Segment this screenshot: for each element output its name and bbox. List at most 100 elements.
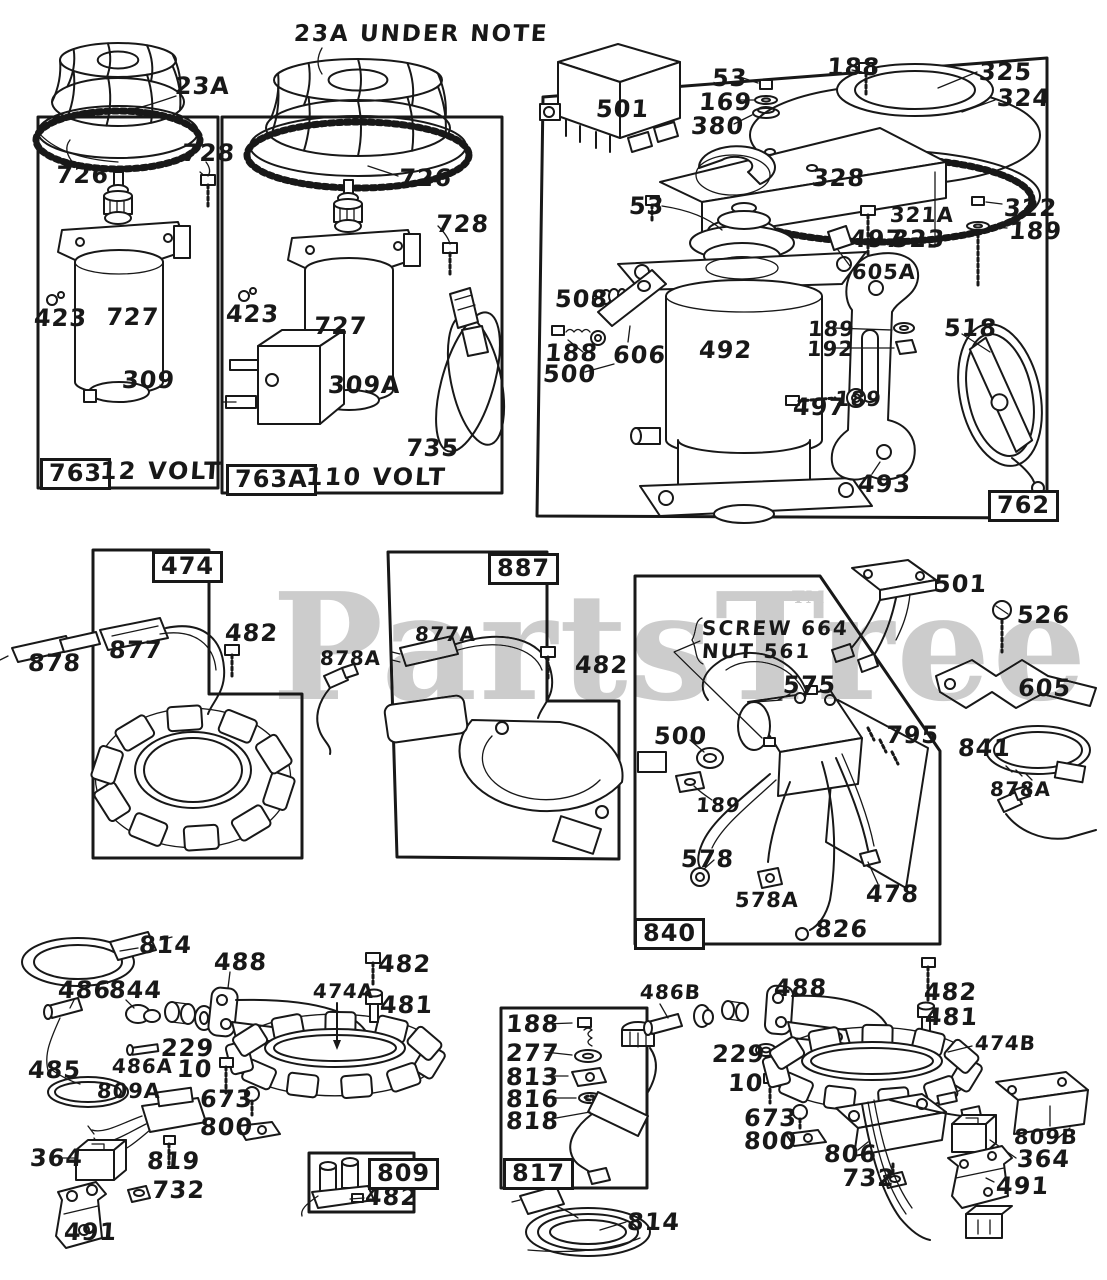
part-callout-423: 423 [225,300,281,328]
part-callout-819: 819 [146,1147,202,1175]
part-callout-488: 488 [773,974,829,1002]
part-callout-735: 735 [405,434,461,462]
screw-nut-leader [673,617,791,739]
part-callout-486b: 486B [639,980,702,1004]
cover-518-cable [1011,457,1035,483]
part-callout-605: 605 [1017,674,1073,702]
pulley-stack [617,205,867,291]
brush-plate-887 [383,694,667,855]
bracket-491-left [55,1181,107,1249]
part-callout-877: 877 [108,636,164,664]
part-callout-482: 482 [574,651,630,679]
part-callout-474b: 474B [974,1031,1037,1055]
part-callout-380: 380 [690,112,746,140]
part-callout-309a: 309A [327,371,402,399]
part-callout-486a: 486A [111,1054,175,1078]
part-callout-763a: 763A [226,464,317,497]
cover-518 [957,323,1043,467]
part-callout-727: 727 [313,312,369,340]
part-callout-482: 482 [364,1183,420,1211]
part-callout-189: 189 [1008,217,1064,245]
part-callout-726: 726 [55,161,111,189]
part-callout-606: 606 [612,341,668,369]
coil-809-box [300,1157,375,1217]
wire-878a-right [997,785,1097,840]
part-callout-800: 800 [743,1127,799,1155]
clamp-485 [47,1069,129,1108]
part-callout-23a: 23A [174,72,232,100]
part-callout-840: 840 [634,918,706,951]
part-callout-488: 488 [213,948,269,976]
regulator-501 [539,43,681,153]
part-callout-809a: 809A [96,1079,162,1103]
part-callout-323: 323 [891,225,947,253]
pin-229-left [126,1043,160,1056]
part-callout-526: 526 [1016,601,1072,629]
part-callout-578a: 578A [734,888,800,912]
part-callout-491: 491 [995,1172,1051,1200]
part-callout-474a: 474A [312,979,376,1003]
cube-364-right [951,1114,1017,1159]
part-callout-814: 814 [138,931,194,959]
part-callout-492: 492 [698,336,754,364]
part-callout-732: 732 [151,1176,207,1204]
part-callout-732: 732 [841,1164,897,1192]
part-callout-474: 474 [152,551,224,584]
part-callout-728: 728 [181,139,237,167]
part-callout-818: 818 [505,1107,561,1135]
screw-673-right [792,1104,808,1133]
part-callout-841: 841 [957,734,1013,762]
stator-474 [90,704,296,852]
part-callout-189: 189 [834,387,883,411]
part-callout-53: 53 [628,192,666,220]
screw-481-right [917,1001,935,1036]
bolt-10-left [219,1057,234,1095]
part-callout-887: 887 [488,553,560,586]
part-callout-325: 325 [978,58,1034,86]
part-callout-795: 795 [885,721,941,749]
wire-878a-middle [316,663,359,755]
part-callout-110-volt: 110 VOLT [305,463,448,491]
part-callout-575: 575 [782,671,838,699]
part-callout-188: 188 [826,53,882,81]
wire-878-877 [0,617,226,715]
part-callout-500: 500 [653,722,709,750]
bolt-482-right [921,957,936,1005]
arrow-474a [333,1002,341,1050]
part-callout-10: 10 [727,1069,765,1097]
part-callout-763: 763 [40,458,112,491]
connector-bottom-right [965,1205,1013,1239]
part-callout-491: 491 [63,1218,119,1246]
part-callout-800: 800 [199,1113,255,1141]
part-callout-826: 826 [814,915,870,943]
flywheel-110v-ring [243,115,473,192]
screw-188-top [858,62,874,97]
part-callout-screw-664: SCREW 664 [701,616,850,640]
part-callout-844: 844 [108,976,164,1004]
bracket-605a [827,225,853,267]
part-callout-482: 482 [923,978,979,1006]
part-callout-878: 878 [27,649,83,677]
part-callout-727: 727 [105,303,161,331]
part-callout-605a: 605A [851,260,917,284]
screw-673-left [244,1086,260,1117]
part-callout-878a: 878A [989,777,1053,801]
bolt-482-474 [224,644,240,679]
part-callout-10: 10 [176,1055,214,1083]
part-callout-481: 481 [924,1003,980,1031]
bolt-482-887 [540,646,556,681]
cables-578-578a-478-826 [690,753,881,941]
module-809b [995,1071,1089,1139]
part-callout-673: 673 [199,1085,255,1113]
module-809a [87,1086,207,1155]
part-callout-364: 364 [1016,1145,1072,1173]
screw-481-left [365,988,383,1023]
part-callout-814: 814 [626,1208,682,1236]
bracket-493-and-hardware [785,252,920,481]
part-callout-364: 364 [29,1144,85,1172]
part-callout-486: 486 [57,976,113,1004]
bracket-501-wires [831,559,937,673]
part-callout-12-volt: 12 VOLT [99,457,224,485]
clip-800-left [237,1121,281,1141]
